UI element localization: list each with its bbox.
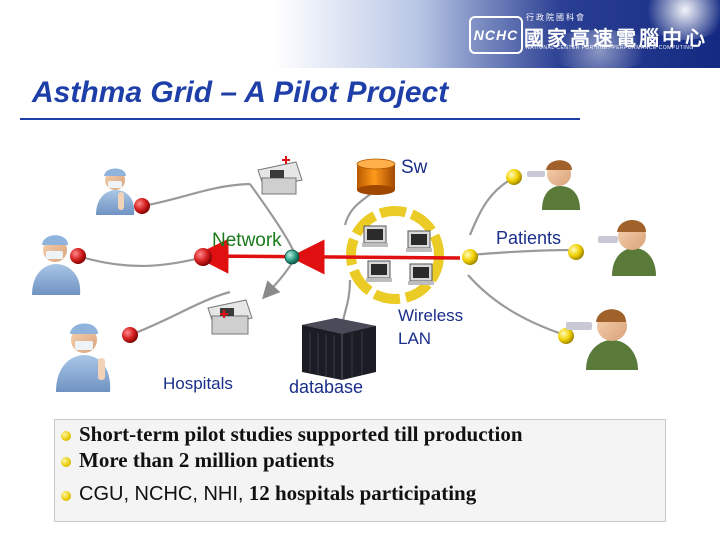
medical-device-icon bbox=[207, 299, 253, 335]
patient-node bbox=[568, 244, 584, 260]
cylinder-storage-icon bbox=[356, 158, 396, 195]
sw-label: Sw bbox=[401, 157, 428, 178]
patient-icon bbox=[598, 220, 656, 276]
org-name: 國家高速電腦中心 bbox=[524, 28, 708, 50]
bullet-dot-icon bbox=[61, 431, 71, 441]
link-hospital-device-top bbox=[141, 182, 251, 208]
patient-node bbox=[558, 328, 574, 344]
bullet-orgs: CGU, NCHC, NHI, bbox=[79, 483, 244, 505]
hospital-node bbox=[134, 198, 150, 214]
data-flow-arrow bbox=[193, 238, 461, 274]
database-label: database bbox=[289, 377, 364, 397]
bullet-text: CGU, NCHC, NHI, 12 hospitals participati… bbox=[79, 481, 476, 506]
patient-icon bbox=[527, 160, 580, 210]
hospital-node bbox=[194, 248, 212, 266]
bullet-dot-icon bbox=[61, 457, 71, 467]
computer-icon bbox=[408, 263, 434, 285]
hospital-node bbox=[70, 248, 86, 264]
glow-decoration bbox=[540, 30, 660, 70]
link-patient1 bbox=[468, 176, 516, 236]
nchc-logo: NCHC bbox=[469, 16, 523, 54]
bullet-list: Short-term pilot studies supported till … bbox=[54, 419, 666, 522]
link-doctor-network bbox=[77, 254, 211, 268]
link-patient3 bbox=[467, 274, 566, 337]
wireless-label: Wireless bbox=[398, 306, 464, 325]
patient-node bbox=[462, 249, 478, 265]
slide-title: Asthma Grid – A Pilot Project bbox=[32, 76, 449, 109]
asthma-grid-diagram bbox=[32, 156, 656, 392]
hospitals-label: Hospitals bbox=[163, 374, 233, 393]
header-banner: NCHC 行政院國科會 國家高速電腦中心 NATIONAL CENTER FOR… bbox=[0, 0, 720, 70]
computer-icon bbox=[362, 225, 388, 247]
lan-label: LAN bbox=[398, 329, 432, 348]
link-lan-database bbox=[340, 279, 352, 326]
link-patient2 bbox=[469, 248, 576, 257]
patients-label: Patients bbox=[496, 228, 562, 248]
doctor-icon bbox=[56, 323, 111, 392]
computer-icon bbox=[406, 230, 432, 252]
doctor-icon bbox=[32, 235, 81, 295]
org-english-name: NATIONAL CENTER FOR HIGH-PERFORMANCE COM… bbox=[526, 45, 694, 51]
medical-device-icon bbox=[257, 156, 303, 195]
org-parent-name: 行政院國科會 bbox=[526, 13, 586, 22]
bullet-text: More than 2 million patients bbox=[79, 448, 335, 472]
patient-icon bbox=[566, 309, 638, 370]
doctor-icon bbox=[96, 168, 135, 215]
bullet-dot-icon bbox=[61, 491, 71, 501]
bullet-text: Short-term pilot studies supported till … bbox=[79, 422, 523, 446]
computer-icon bbox=[366, 260, 392, 282]
patient-node bbox=[506, 169, 522, 185]
bullet-rest: 12 hospitals participating bbox=[243, 481, 477, 505]
hospital-node bbox=[122, 327, 138, 343]
link-doctor-bottom bbox=[129, 290, 231, 337]
server-rack-icon bbox=[302, 318, 376, 380]
network-node-icon bbox=[284, 249, 300, 265]
title-underline bbox=[20, 118, 580, 120]
network-label: Network bbox=[212, 230, 282, 251]
wireless-lan-cluster bbox=[346, 206, 444, 304]
